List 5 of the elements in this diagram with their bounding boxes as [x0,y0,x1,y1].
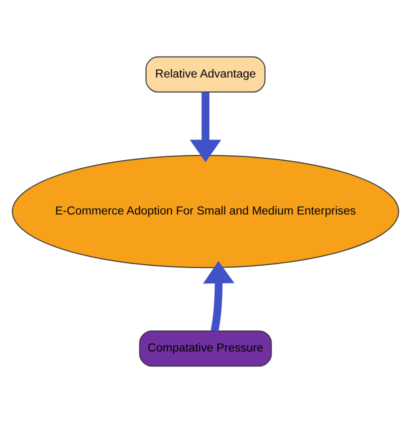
arrow [203,261,234,332]
node-ellipse: E-Commerce Adoption For Small and Medium Enterprises [12,154,400,268]
node-box: Compatative Pressure [139,330,272,367]
arrow [190,92,222,162]
node-box: Relative Advantage [146,56,266,92]
